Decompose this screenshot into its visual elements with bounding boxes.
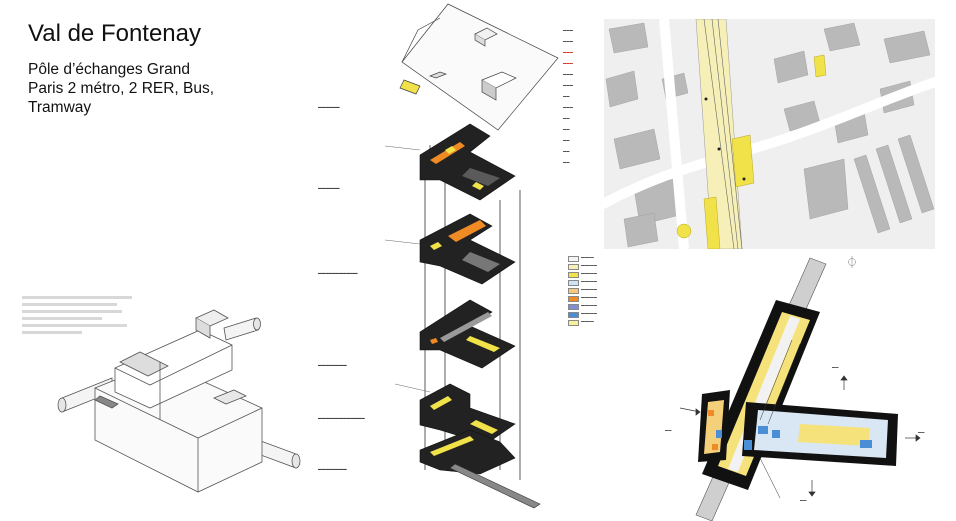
compass-north-icon [848,256,856,268]
level-quais [419,299,516,369]
slide-title: Val de Fontenay [28,20,202,47]
subtitle-line-1: Pôle d’échanges Grand [28,61,191,78]
site-map [604,19,935,249]
map-legend: ▬▬▬▬▬▬▬▬▬▬▬▬ ▬▬▬▬▬▬▬▬▬▬▬▬▬ ▬▬▬▬▬▬▬▬ [563,28,573,164]
volume-notes [22,296,132,334]
subtitle-line-3: Tramway [28,99,92,116]
level-palier [419,383,516,445]
axo-label-n5: ▬▬▬▬▬▬▬▬ [318,467,347,471]
plan-label-top: ▬▬ [832,365,839,369]
subtitle-line-2: Paris 2 métro, 2 RER, Bus, [28,80,215,97]
level-mezzanine [419,213,516,285]
level-quais-bottom [419,429,541,509]
level-n1 [419,123,516,201]
axo-label-n2: ▬▬▬▬▬▬▬▬▬▬▬ [318,271,358,275]
axo-label-ns: ▬▬▬▬▬▬ [318,105,340,109]
axo-label-n3: ▬▬▬▬▬▬▬▬ [318,363,347,367]
plan-label-right: ▬▬ [918,430,925,434]
axo-label-n4: ▬▬▬▬▬▬▬▬▬▬▬▬▬ [318,416,365,420]
plan-label-bottom: ▬▬ [800,498,807,502]
slide-subtitle: Pôle d’échanges Grand Paris 2 métro, 2 R… [28,60,258,117]
plan-label-left: ▬▬ [665,428,672,432]
axo-label-n1: ▬▬▬▬▬▬ [318,186,340,190]
